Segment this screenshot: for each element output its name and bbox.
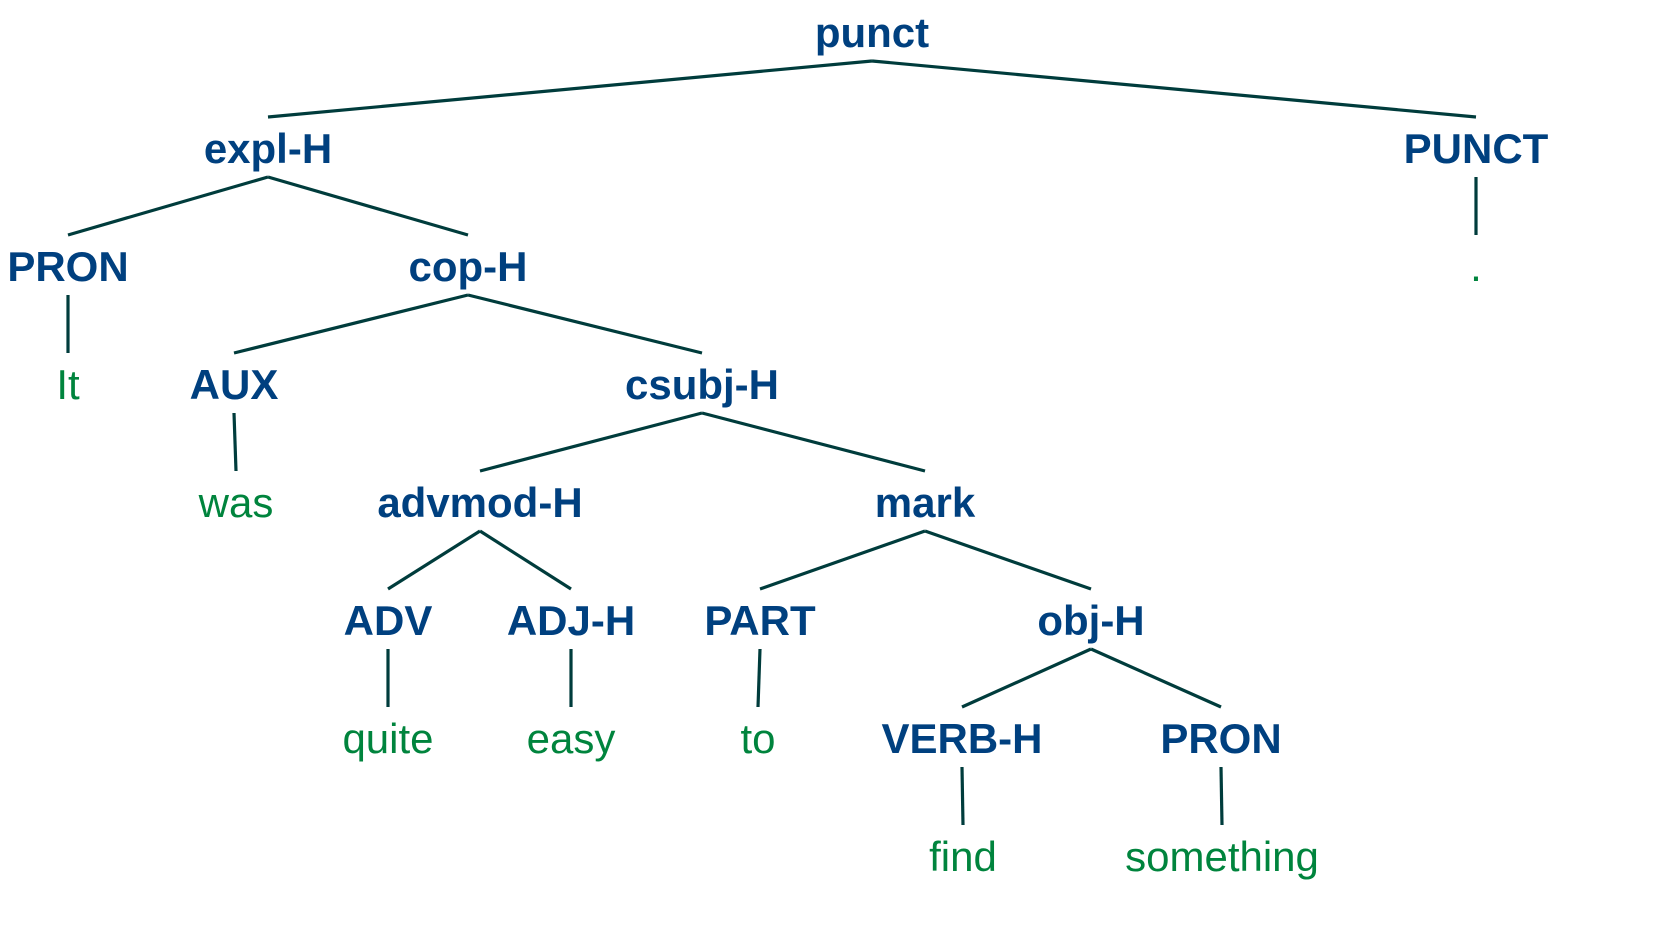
tree-edge (756, 648, 762, 708)
tree-edge (1090, 647, 1222, 709)
tree-node-label: obj-H (1037, 597, 1144, 644)
tree-node-label: ADJ-H (507, 597, 635, 644)
tree-node-label: advmod-H (377, 479, 582, 526)
tree-node-label: VERB-H (881, 715, 1042, 762)
tree-edge (387, 529, 481, 591)
tree-edge (479, 529, 572, 591)
terminal-word: easy (527, 715, 616, 762)
terminal-word: It (56, 361, 80, 408)
tree-edge (960, 766, 965, 826)
tree-edge (267, 59, 873, 119)
tree-node-label: punct (815, 9, 929, 56)
terminal-word: . (1470, 243, 1482, 290)
tree-edge (232, 412, 238, 472)
tree-node-label: PART (704, 597, 816, 644)
tree-edge (267, 175, 469, 237)
terminal-word: to (740, 715, 775, 762)
tree-edge (924, 529, 1092, 591)
terminal-word: quite (342, 715, 433, 762)
tree-node-label: PUNCT (1404, 125, 1549, 172)
tree-edge (961, 647, 1092, 709)
terminal-word: find (929, 833, 997, 880)
tree-edge (67, 175, 269, 237)
tree-edge (479, 411, 703, 473)
tree-node-label: expl-H (204, 125, 332, 172)
tree-edge (1219, 766, 1224, 826)
tree-edge (871, 59, 1477, 119)
terminal-word: was (198, 479, 274, 526)
tree-edge (701, 411, 926, 473)
tree-edge (467, 293, 703, 355)
tree-node-label: csubj-H (625, 361, 779, 408)
tree-node-label: AUX (190, 361, 279, 408)
terminal-word: something (1125, 833, 1319, 880)
tree-node-label: PRON (7, 243, 128, 290)
tree-node-label: PRON (1160, 715, 1281, 762)
tree-edge (233, 293, 469, 355)
tree-edge (759, 529, 926, 591)
tree-node-label: ADV (344, 597, 433, 644)
tree-node-label: mark (875, 479, 976, 526)
tree-node-label: cop-H (409, 243, 528, 290)
